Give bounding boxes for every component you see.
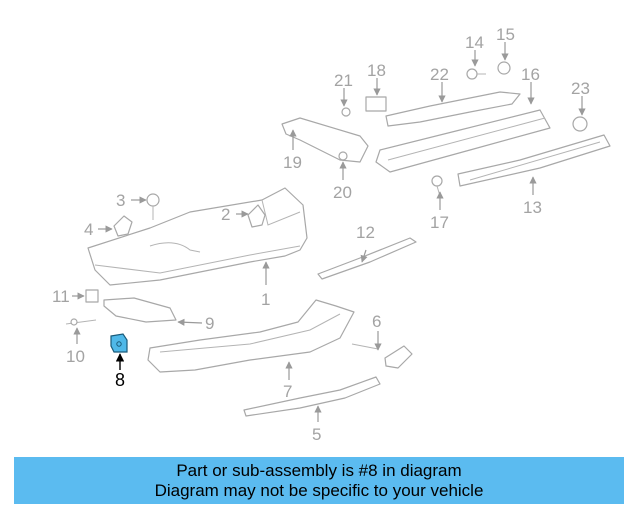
part-21-screw: [341, 107, 351, 117]
part-12-molding: [317, 237, 417, 280]
leader-lines: [72, 42, 586, 422]
callout-23: 23: [571, 79, 590, 98]
part-13-reinforcement: [457, 134, 611, 187]
info-banner: Part or sub-assembly is #8 in diagram Di…: [14, 457, 624, 504]
callout-6: 6: [372, 312, 381, 331]
callout-20: 20: [333, 183, 352, 202]
part-14-bolt: [466, 68, 486, 80]
part-15-nut: [497, 61, 511, 75]
callout-18: 18: [367, 61, 386, 80]
part-3-push-pin: [146, 193, 160, 220]
callout-19: 19: [283, 153, 302, 172]
part-23-nut: [572, 116, 588, 132]
callout-labels: 1 2 3 4 5 6 7 9 10 11 12 13 14 15 16 17 …: [52, 25, 590, 444]
part-20-screw: [338, 151, 348, 161]
callout-15: 15: [496, 25, 515, 44]
part-6-bracket: [351, 343, 413, 369]
part-16-impact-bar: [375, 109, 551, 173]
callout-5: 5: [312, 425, 321, 444]
callout-8: 8: [115, 370, 125, 390]
part-7-lower-valance: [147, 299, 355, 373]
part-22-energy-absorber: [385, 91, 521, 127]
callout-13: 13: [523, 198, 542, 217]
callout-1: 1: [261, 290, 270, 309]
part-11-bracket: [85, 289, 99, 303]
callout-4: 4: [84, 220, 93, 239]
part-4-bracket: [113, 215, 133, 237]
callout-7: 7: [283, 382, 292, 401]
callout-14: 14: [465, 33, 484, 52]
part-8-highlighted: [110, 333, 128, 353]
callout-17: 17: [430, 213, 449, 232]
callout-2: 2: [221, 205, 230, 224]
part-10-screw: [65, 318, 97, 326]
callout-9: 9: [205, 314, 214, 333]
part-9-trim: [103, 297, 177, 323]
callout-16: 16: [521, 65, 540, 84]
callout-3: 3: [116, 191, 125, 210]
callout-22: 22: [430, 65, 449, 84]
callout-11: 11: [52, 287, 70, 306]
part-2-clip: [247, 204, 266, 228]
banner-line-2: Diagram may not be specific to your vehi…: [154, 480, 484, 500]
callout-21: 21: [334, 71, 353, 90]
part-5-lower-molding: [243, 376, 381, 417]
part-18-clip: [365, 96, 387, 112]
banner-line-1: Part or sub-assembly is #8 in diagram: [176, 460, 462, 480]
callout-10: 10: [66, 347, 85, 366]
callout-12: 12: [356, 223, 375, 242]
